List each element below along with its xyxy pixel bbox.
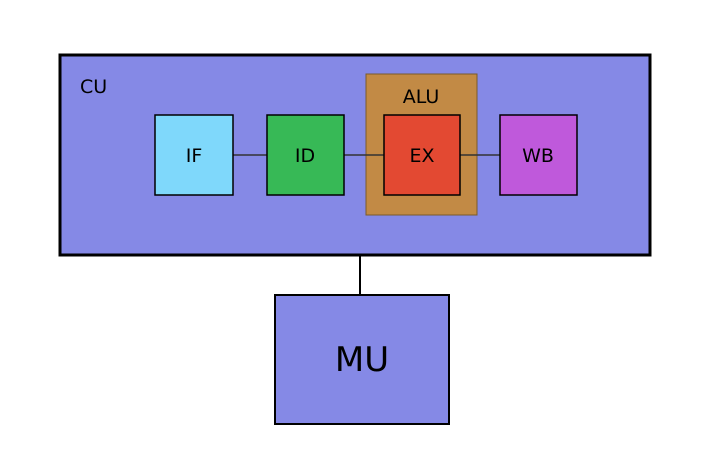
stage-wb-box [499, 114, 578, 196]
stage-wb-label: WB [522, 145, 554, 167]
alu-label: ALU [403, 86, 440, 108]
stage-ex-label: EX [409, 145, 434, 167]
stage-id-box [266, 114, 345, 196]
stage-ex-box [383, 114, 461, 196]
cu-label: CU [80, 76, 107, 98]
mu-box [274, 294, 450, 425]
stage-if-box [154, 114, 234, 196]
stage-id-label: ID [295, 145, 315, 167]
stage-if-label: IF [186, 145, 203, 167]
mu-label: MU [335, 340, 389, 380]
